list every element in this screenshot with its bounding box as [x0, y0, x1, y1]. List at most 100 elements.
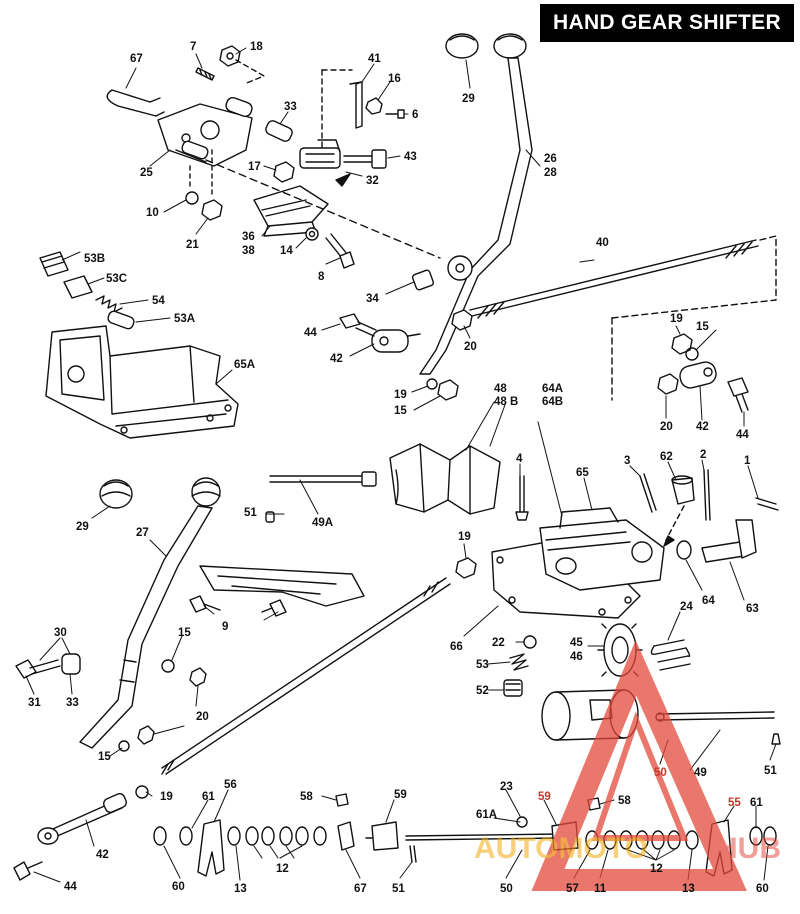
shift-knob-29a — [445, 33, 527, 59]
callout: 15 — [178, 627, 191, 639]
callout: 49A — [312, 517, 333, 529]
callout: 60 — [756, 883, 769, 895]
arrow-32 — [335, 173, 351, 187]
callout: 44 — [304, 327, 317, 339]
callout: 19 — [160, 791, 173, 803]
callout: 29 — [76, 521, 89, 533]
shift-lever-27 — [79, 505, 213, 749]
bolt-44b — [727, 377, 749, 413]
nut-13a — [227, 826, 241, 846]
callout: 32 — [366, 175, 379, 187]
shifter-cam-48 — [389, 443, 501, 515]
callout: 9 — [222, 621, 228, 633]
shaft-bottom — [405, 833, 561, 841]
shift-knob-29b — [99, 479, 133, 509]
callout: 15 — [98, 751, 111, 763]
nut-19d — [135, 785, 149, 799]
callout: 46 — [570, 651, 583, 663]
callout: 36 — [242, 231, 255, 243]
mounting-plate-9 — [199, 565, 365, 607]
spring-24 — [650, 639, 691, 671]
callout: 3 — [624, 455, 630, 467]
fork-56 — [197, 819, 225, 877]
callout: 30 — [54, 627, 67, 639]
bolt-43 — [343, 149, 387, 169]
callout: 59 — [538, 791, 551, 803]
bumper-plate-36-38 — [253, 185, 329, 237]
nut-20d — [137, 725, 155, 745]
plunger-53a — [107, 310, 135, 330]
washers-12a — [245, 826, 327, 846]
callout: 33 — [284, 101, 297, 113]
callout: 12 — [276, 863, 289, 875]
callout: 67 — [130, 53, 143, 65]
bolt-44a — [339, 313, 377, 337]
callout: 8 — [318, 271, 325, 283]
spacer-34 — [411, 269, 435, 291]
screw-58a — [335, 793, 349, 807]
clevis-32 — [299, 139, 341, 169]
screw-51b — [771, 733, 781, 745]
pivot-bushing-left — [181, 140, 209, 160]
page-title: HAND GEAR SHIFTER — [553, 11, 781, 34]
fitting-53c — [63, 275, 93, 299]
callout: 50 — [500, 883, 513, 895]
callout: 42 — [696, 421, 709, 433]
callout: 53C — [106, 273, 127, 285]
callout: 48 — [494, 383, 507, 395]
callout: 42 — [96, 849, 109, 861]
shaft-49a — [269, 471, 377, 487]
nut-16 — [365, 97, 383, 115]
washer-61a — [179, 826, 193, 846]
callout: 64 — [702, 595, 715, 607]
shift-lever-26-28 — [419, 57, 533, 375]
callout: 1 — [744, 455, 751, 467]
callout: 6 — [412, 109, 418, 121]
rod-end-42a — [371, 329, 421, 353]
callout: 14 — [280, 245, 293, 257]
callout: 50 — [654, 767, 667, 779]
washer-15c — [161, 659, 175, 673]
spring-54 — [95, 295, 123, 313]
nut-18 — [219, 45, 241, 67]
washer-15d — [118, 740, 130, 752]
callout: 55 — [728, 797, 741, 809]
screw-4 — [515, 475, 529, 521]
leader-18 — [235, 59, 265, 85]
callout: 19 — [670, 313, 683, 325]
set-screw-7 — [195, 67, 215, 81]
pivot-bushing-right — [225, 96, 253, 118]
lockwasher-15a — [426, 378, 438, 390]
callout: 52 — [476, 685, 489, 697]
callout: 4 — [516, 453, 523, 465]
callout: 61A — [476, 809, 497, 821]
spring-53 — [509, 653, 529, 671]
washer-15b — [685, 347, 699, 361]
shifter-cover-65a — [45, 325, 239, 439]
callout: 25 — [140, 167, 153, 179]
bolt-9b — [261, 599, 287, 617]
shift-rod-40 — [469, 239, 759, 319]
callout: 19 — [394, 389, 407, 401]
callout: 34 — [366, 293, 379, 305]
rod-end-42b — [679, 361, 717, 389]
callout: 33 — [66, 697, 79, 709]
nut-20a — [451, 309, 473, 331]
shaft-49 — [655, 711, 775, 722]
fitting-59a — [365, 821, 399, 851]
callout: 31 — [28, 697, 41, 709]
dashed-leader-rod-40 — [611, 235, 777, 319]
nut-19b — [671, 333, 693, 355]
callout: 7 — [190, 41, 196, 53]
callout: 22 — [492, 637, 505, 649]
dashed-leader-bracket — [205, 159, 441, 259]
callout: 16 — [388, 73, 401, 85]
callout: 57 — [566, 883, 579, 895]
callout-labels: 67 7 18 41 16 6 29 25 33 17 43 32 26 28 … — [28, 41, 777, 895]
spacer-33 — [265, 120, 293, 142]
callout: 15 — [696, 321, 709, 333]
callout: 53B — [84, 253, 105, 265]
nut-19c — [455, 557, 477, 579]
callout: 27 — [136, 527, 149, 539]
